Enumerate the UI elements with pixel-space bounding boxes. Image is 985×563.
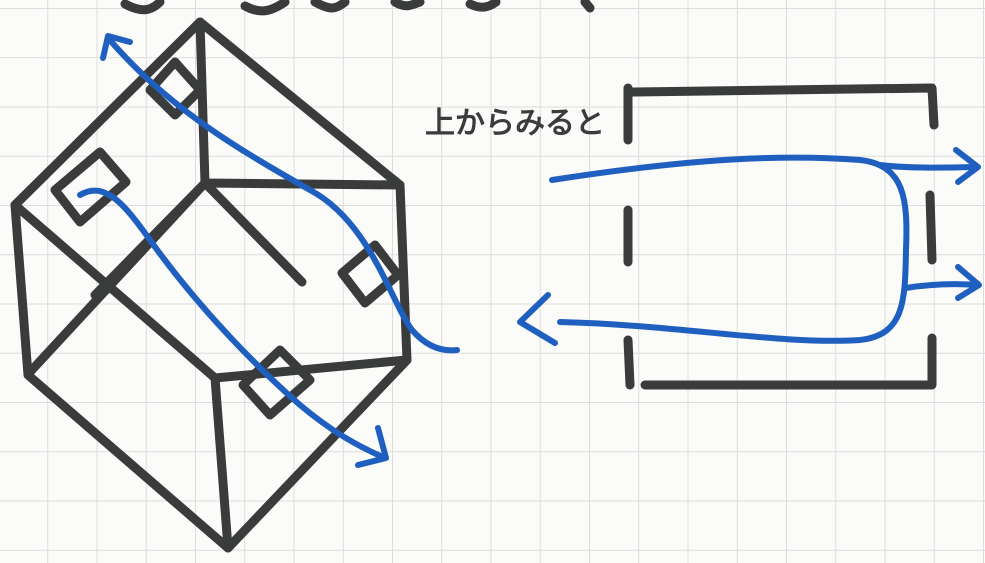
lower-outlet-line	[903, 281, 980, 291]
top-view-box	[623, 83, 939, 390]
box-ports	[50, 57, 403, 420]
lower-outlet-arrowhead	[955, 264, 982, 301]
isometric-box	[10, 17, 412, 553]
top-edge-handwriting	[120, 0, 595, 16]
box-flow-arrows	[77, 33, 460, 468]
lower-diagonal-flow-line	[77, 187, 388, 461]
upper-outlet-arrowhead	[953, 147, 981, 185]
top-view-flow	[517, 147, 982, 346]
left-outlet-arrowhead	[517, 292, 558, 346]
top-view-label: 上からみると	[425, 106, 605, 141]
upper-left-arrowhead	[100, 33, 133, 61]
upper-outlet-line	[877, 162, 978, 171]
upper-diagonal-flow-line	[105, 35, 460, 354]
lower-right-arrowhead	[355, 425, 389, 468]
u-turn-flow-line	[549, 154, 910, 344]
